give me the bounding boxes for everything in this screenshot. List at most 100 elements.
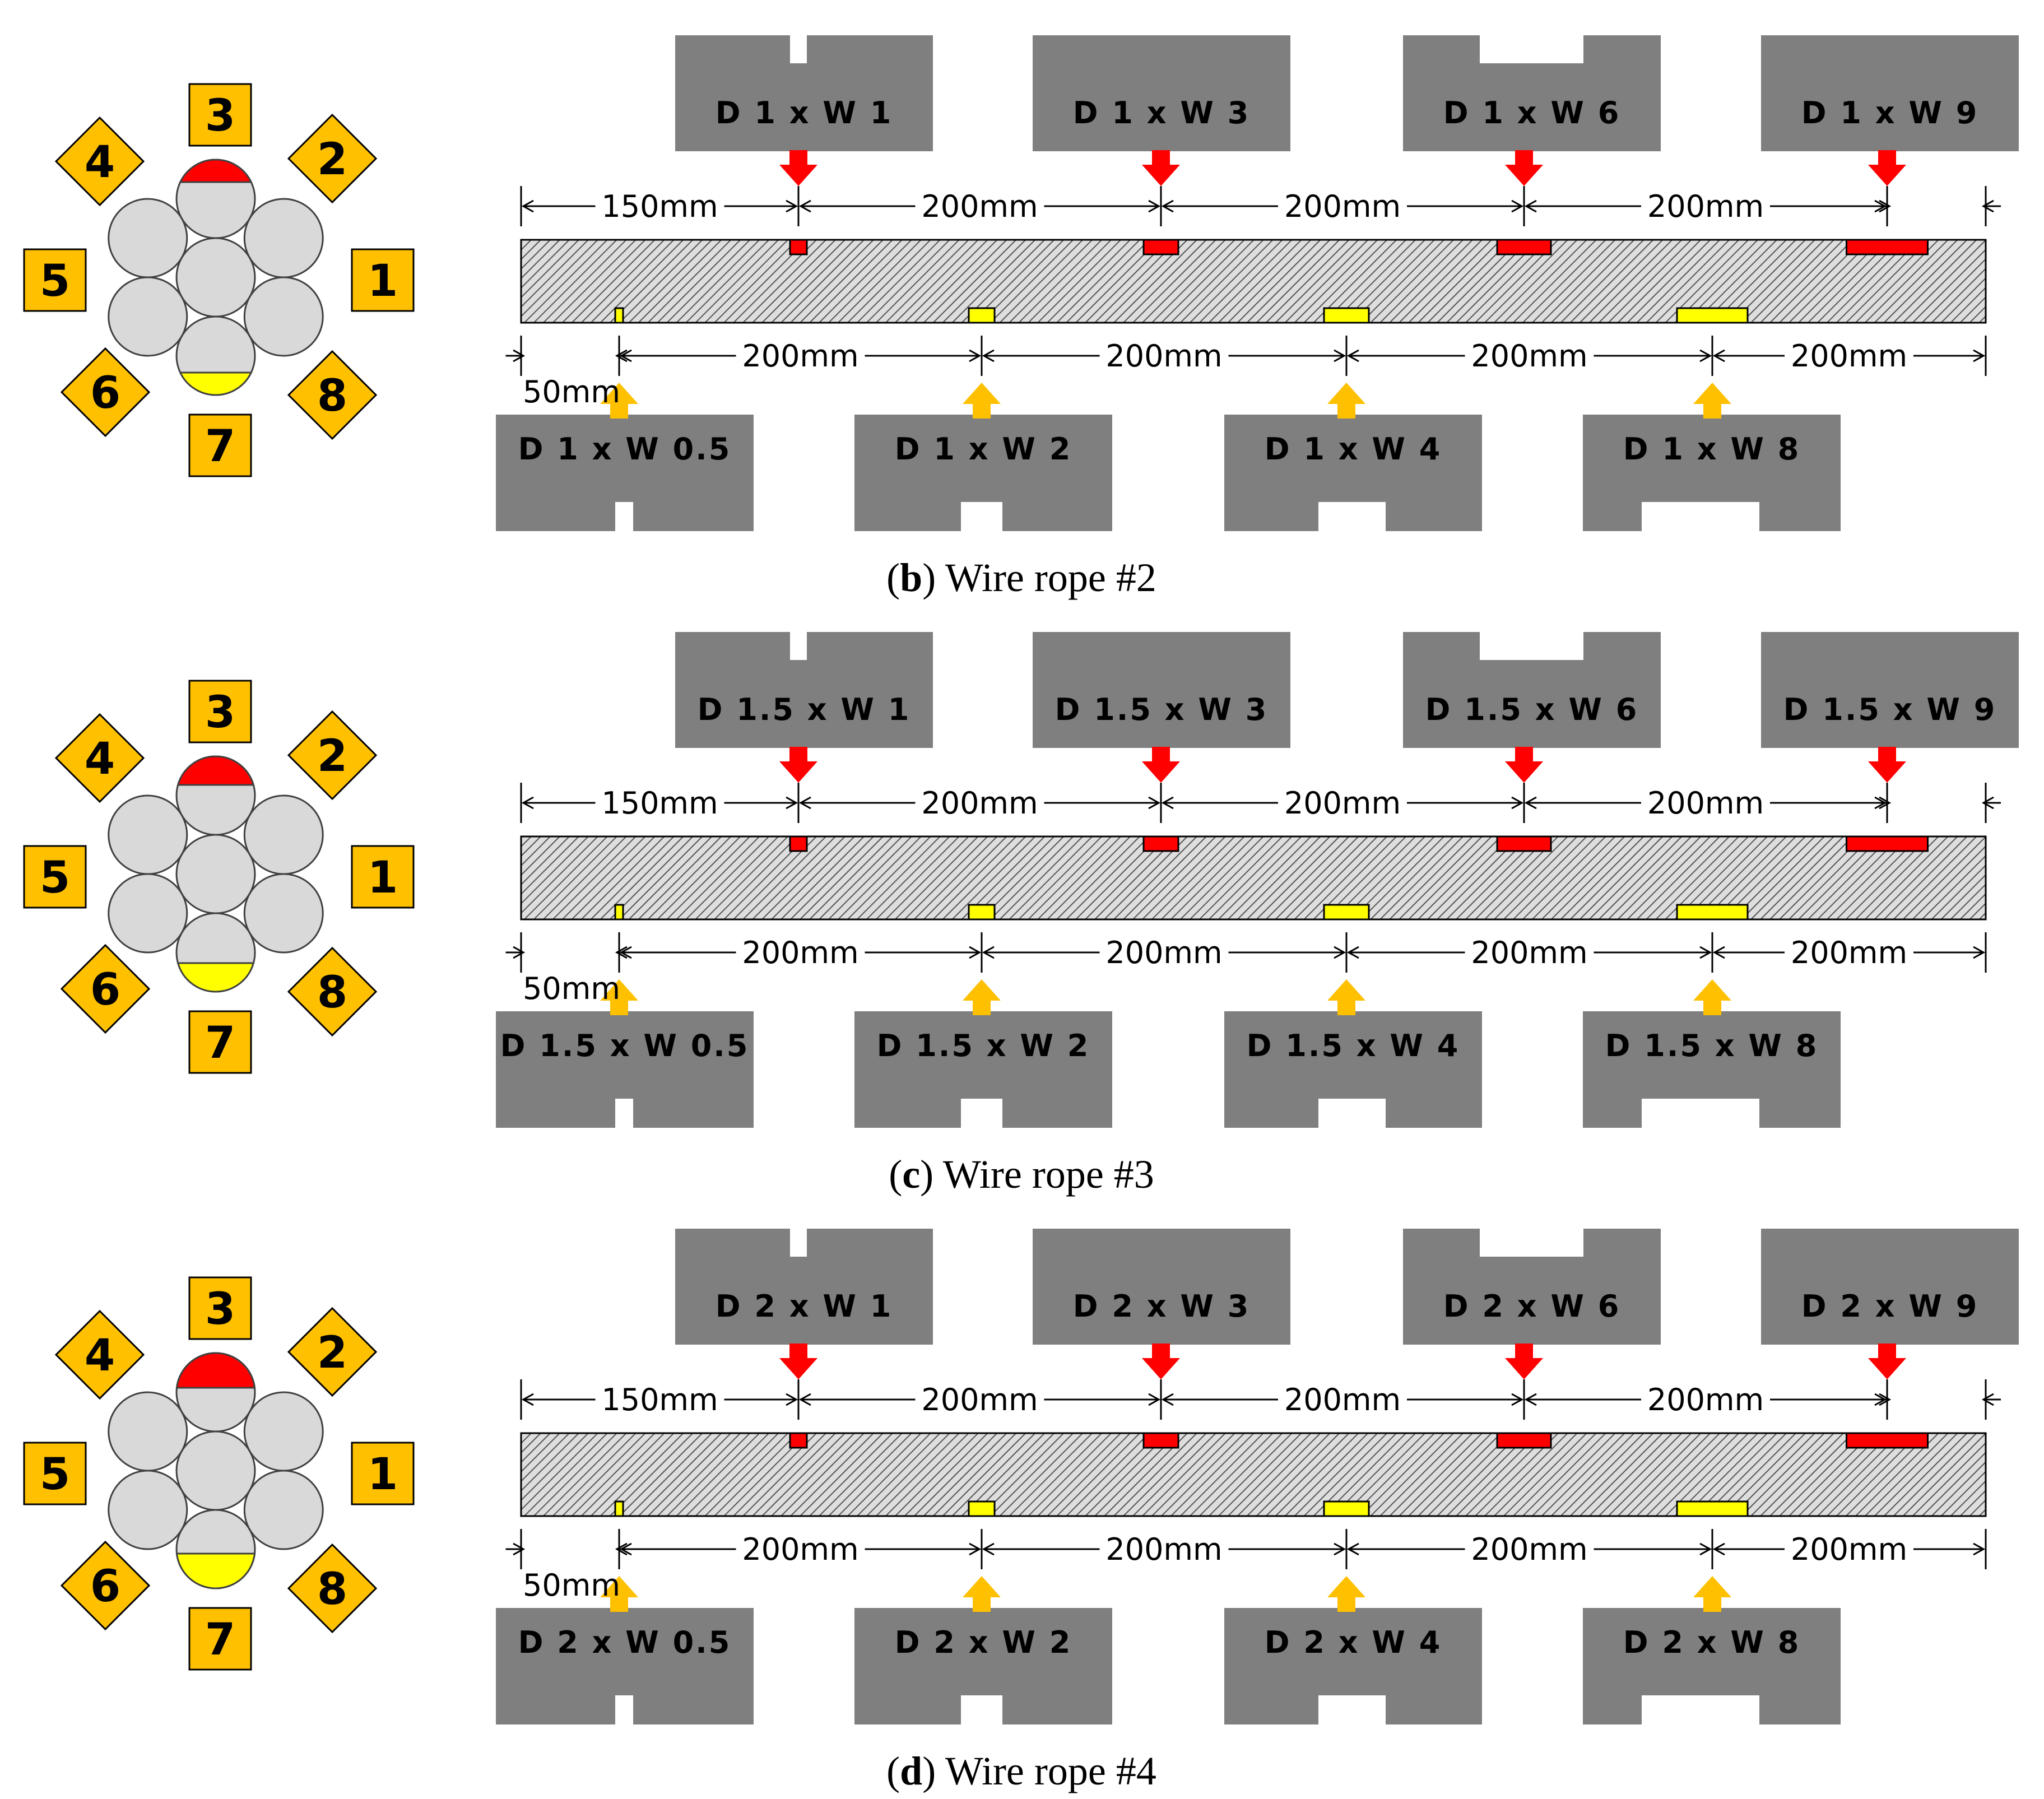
rope-bottom-defect — [1323, 307, 1370, 324]
sensor-label: D 1.5 x W 3 — [1055, 692, 1269, 727]
arrow-up-icon — [1693, 383, 1731, 419]
position-badge — [54, 1309, 145, 1400]
bottom-wire-defect — [176, 962, 255, 993]
sensor-coil — [1403, 35, 1661, 151]
arrow-up-icon — [600, 1576, 638, 1612]
sensor-label: D 1 x W 1 — [716, 95, 893, 131]
sensor-coil — [1761, 1229, 2019, 1345]
sensor-label: D 2 x W 1 — [716, 1289, 893, 1324]
strand-wire — [243, 1391, 324, 1472]
sensor-label: D 1 x W 9 — [1801, 95, 1979, 131]
strand-wire — [243, 794, 324, 875]
sensor-label: D 1 x W 6 — [1443, 95, 1621, 131]
strand-wire — [243, 873, 324, 954]
bottom-dimension-label: 200mm — [1791, 935, 1907, 970]
top-dimension-label: 150mm — [601, 189, 718, 224]
caption-letter: d — [900, 1749, 922, 1793]
strand-wire — [108, 1470, 188, 1550]
caption-text: ) Wire rope #4 — [922, 1749, 1156, 1793]
position-number: 1 — [368, 1449, 398, 1500]
position-number: 6 — [90, 965, 120, 1015]
arrow-up-icon — [600, 383, 638, 419]
rope-bottom-defect — [1676, 904, 1749, 921]
position-badge — [351, 845, 415, 909]
rope-top-defect — [789, 239, 808, 255]
bottom-dimension-label: 200mm — [1105, 1532, 1222, 1567]
panel-caption: (c) Wire rope #3 — [889, 1152, 1154, 1197]
rope-bottom-defect — [614, 1500, 624, 1517]
arrow-down-icon — [1142, 1344, 1180, 1379]
top-dimension-label: 200mm — [1647, 189, 1764, 224]
top-dimension-label: 200mm — [1284, 1382, 1401, 1417]
position-badge — [54, 116, 145, 207]
sensor-coil — [496, 415, 754, 531]
sensor-label: D 1.5 x W 1 — [698, 692, 911, 727]
rope-body — [520, 835, 1987, 921]
position-number: 4 — [85, 137, 115, 188]
top-dimension-label: 200mm — [921, 189, 1038, 224]
sensor-label: D 1.5 x W 2 — [877, 1028, 1090, 1063]
sensor-coil — [1224, 1011, 1482, 1128]
position-badge — [60, 943, 151, 1034]
rope-body — [520, 239, 1987, 324]
rope-bottom-defect — [1323, 1500, 1370, 1517]
strand-wire — [108, 198, 188, 278]
rope-top-defect — [1496, 239, 1552, 255]
position-number: 2 — [317, 134, 347, 185]
sensor-label: D 2 x W 0.5 — [518, 1625, 732, 1660]
arrow-down-icon — [1505, 747, 1543, 783]
bottom-dimension-label: 200mm — [1105, 935, 1222, 970]
position-badge — [188, 1010, 252, 1074]
strand-wire — [108, 276, 188, 357]
sensor-label: D 1 x W 3 — [1073, 95, 1251, 131]
bottom-dimension-label: 200mm — [1471, 935, 1587, 970]
arrow-up-icon — [1327, 979, 1365, 1015]
position-badge — [188, 413, 252, 477]
bottom-dimension-label: 200mm — [742, 1532, 858, 1567]
bottom-dimension-label: 200mm — [1471, 1532, 1587, 1567]
sensor-coil — [854, 1011, 1112, 1128]
arrow-down-icon — [1142, 150, 1180, 186]
position-number: 3 — [205, 91, 235, 141]
sensor-label: D 1.5 x W 4 — [1247, 1028, 1460, 1063]
bottom-dimension-label: 200mm — [742, 935, 858, 970]
arrow-down-icon — [1505, 1344, 1543, 1379]
rope-top-defect — [1496, 835, 1552, 852]
sensor-label: D 2 x W 9 — [1801, 1289, 1979, 1324]
top-dimension-label: 200mm — [1647, 1382, 1764, 1417]
sensor-label: D 1 x W 0.5 — [518, 431, 732, 467]
position-number: 4 — [85, 734, 115, 784]
position-badge — [188, 83, 252, 147]
position-number: 6 — [90, 1561, 120, 1612]
sensor-coil — [1761, 35, 2019, 151]
arrow-down-icon — [1505, 150, 1543, 186]
position-badge — [351, 1442, 415, 1505]
position-number: 3 — [205, 1284, 235, 1335]
sensor-label: D 2 x W 2 — [895, 1625, 1072, 1660]
bottom-wire-defect — [175, 1552, 256, 1589]
strand-wire — [175, 237, 256, 318]
offset-dimension-label: 50mm — [523, 971, 620, 1006]
position-badge — [287, 1543, 378, 1634]
strand-wire — [175, 1430, 256, 1511]
top-wire-defect — [176, 755, 255, 786]
position-number: 7 — [205, 421, 235, 472]
arrow-down-icon — [1868, 747, 1906, 783]
caption-text: ) Wire rope #3 — [920, 1152, 1154, 1197]
rope-bottom-defect — [968, 1500, 996, 1517]
position-number: 3 — [205, 687, 235, 738]
panel-caption: (d) Wire rope #4 — [886, 1749, 1156, 1793]
arrow-up-icon — [1327, 383, 1365, 419]
position-number: 5 — [40, 256, 70, 306]
caption-text: ) Wire rope #2 — [922, 555, 1156, 600]
sensor-coil — [1583, 415, 1841, 531]
position-badge — [60, 347, 151, 438]
rope-bottom-defect — [968, 904, 996, 921]
top-wire-defect — [175, 1352, 256, 1389]
top-dimension-label: 200mm — [921, 785, 1038, 821]
rope-top-defect — [1846, 835, 1929, 852]
position-number: 7 — [205, 1018, 235, 1068]
caption-open-paren: ( — [886, 1749, 900, 1793]
